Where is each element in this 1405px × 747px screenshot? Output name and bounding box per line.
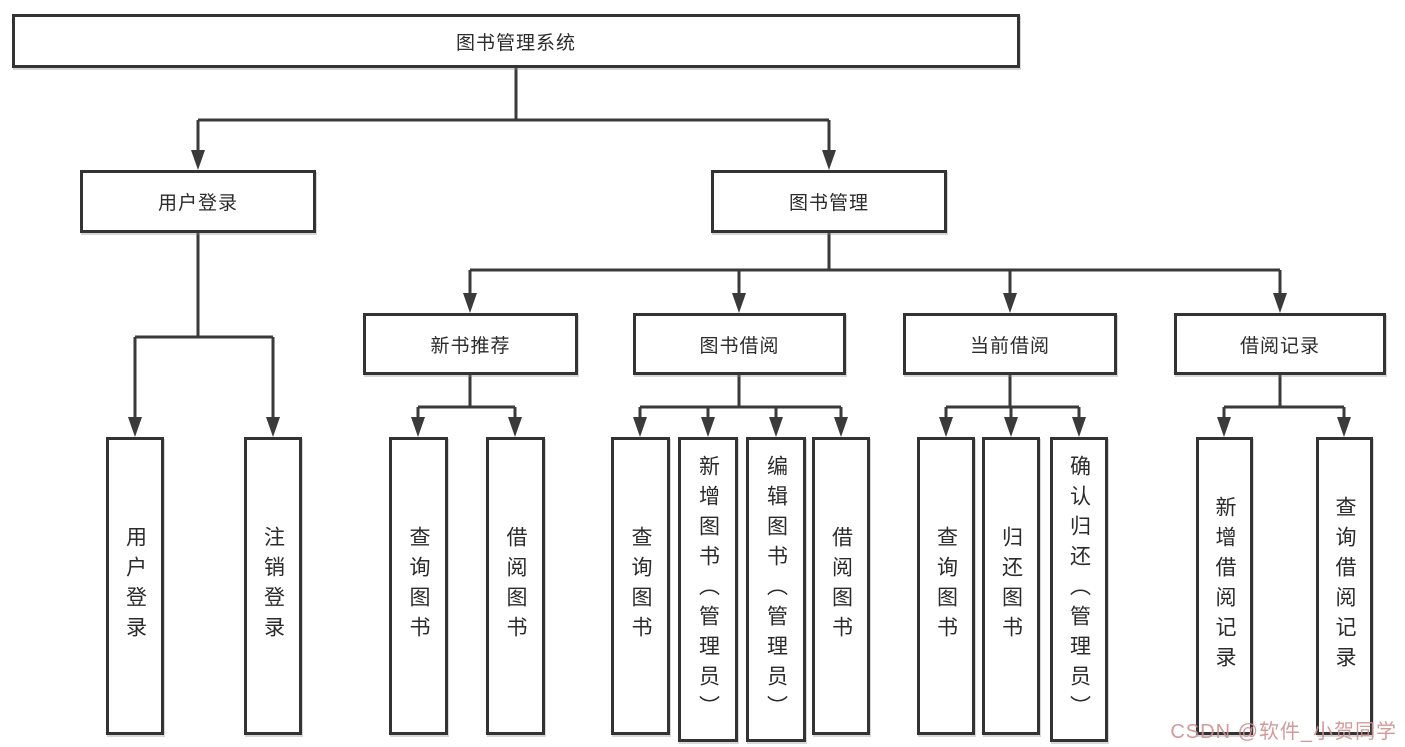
node-current-borrow-label: 当前借阅 (969, 335, 1050, 357)
node-user-login: 用户登录 (80, 170, 316, 233)
leaf-borrow-books-borrow: 借阅图书 (812, 437, 870, 735)
leaf-return-books-label: 归还图书 (999, 526, 1023, 646)
node-new-book-recommend-label: 新书推荐 (430, 335, 511, 357)
node-current-borrow: 当前借阅 (903, 313, 1117, 375)
leaf-return-books: 归还图书 (982, 437, 1040, 735)
leaf-logout-login-label: 注销登录 (261, 526, 285, 646)
leaf-edit-books-admin: 编辑图书（管理员） (746, 437, 806, 742)
node-borrow-records-label: 借阅记录 (1239, 335, 1320, 357)
leaf-query-books-recommend: 查询图书 (389, 437, 448, 735)
leaf-edit-books-admin-label: 编辑图书（管理员） (764, 454, 788, 725)
leaf-logout-login: 注销登录 (244, 437, 302, 735)
leaf-confirm-return-admin: 确认归还（管理员） (1050, 437, 1108, 742)
node-new-book-recommend: 新书推荐 (363, 313, 578, 375)
leaf-query-books-recommend-label: 查询图书 (407, 526, 430, 646)
leaf-add-books-admin: 新增图书（管理员） (678, 437, 738, 742)
leaf-borrow-books-borrow-label: 借阅图书 (829, 526, 853, 646)
leaf-add-borrow-record: 新增借阅记录 (1196, 437, 1253, 735)
leaf-query-books-current-label: 查询图书 (934, 526, 958, 646)
node-book-borrow-label: 图书借阅 (699, 335, 780, 357)
leaf-borrow-books-recommend-label: 借阅图书 (504, 526, 527, 646)
leaf-query-borrow-record-label: 查询借阅记录 (1333, 496, 1356, 676)
leaf-query-borrow-record: 查询借阅记录 (1316, 437, 1373, 735)
leaf-query-books-borrow: 查询图书 (611, 437, 670, 735)
node-user-login-label: 用户登录 (157, 193, 238, 214)
leaf-add-borrow-record-label: 新增借阅记录 (1213, 496, 1236, 676)
leaf-borrow-books-recommend: 借阅图书 (486, 437, 545, 735)
node-book-management: 图书管理 (711, 170, 947, 233)
leaf-query-books-borrow-label: 查询图书 (629, 526, 652, 646)
node-book-management-label: 图书管理 (788, 193, 869, 214)
node-book-borrow: 图书借阅 (633, 313, 846, 375)
leaf-user-login-label: 用户登录 (123, 526, 147, 646)
node-borrow-records: 借阅记录 (1174, 313, 1386, 375)
leaf-confirm-return-admin-label: 确认归还（管理员） (1067, 454, 1091, 725)
node-root: 图书管理系统 (12, 14, 1020, 68)
leaf-user-login: 用户登录 (106, 437, 164, 735)
node-root-label: 图书管理系统 (455, 32, 576, 54)
leaf-query-books-current: 查询图书 (917, 437, 975, 735)
leaf-add-books-admin-label: 新增图书（管理员） (696, 454, 720, 725)
